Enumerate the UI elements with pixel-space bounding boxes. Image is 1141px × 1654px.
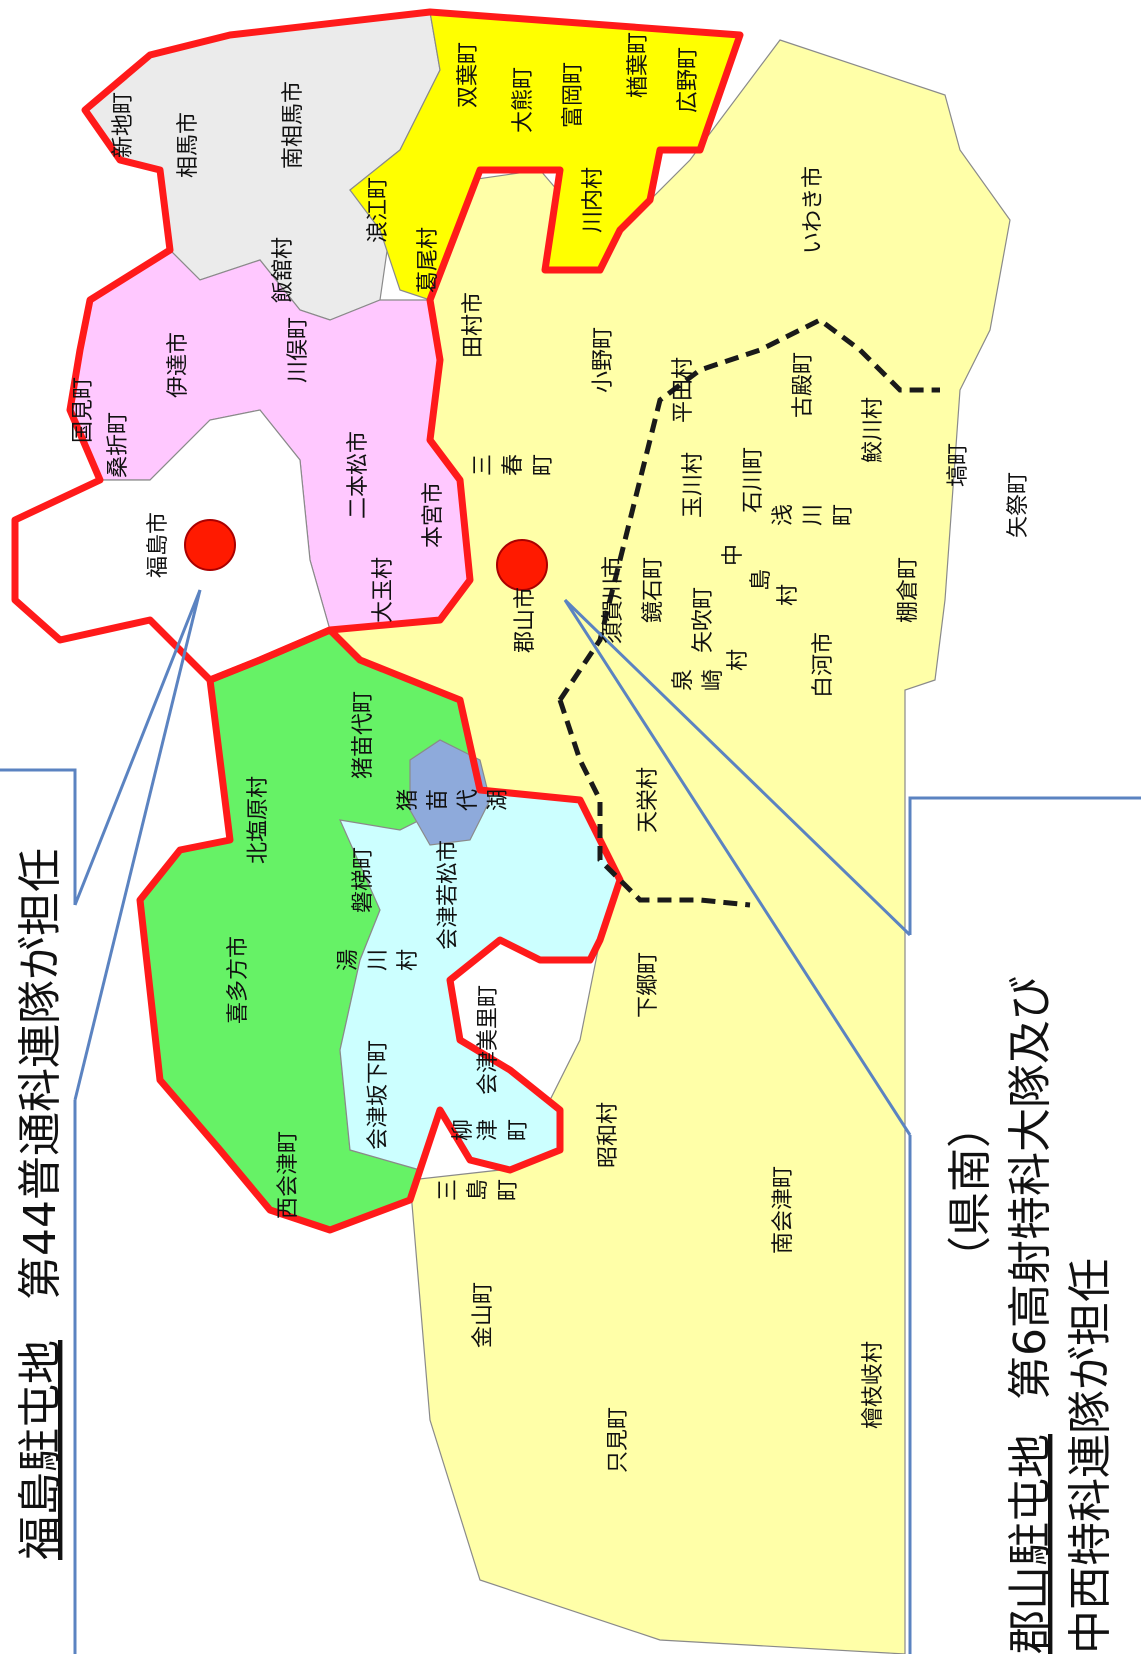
municipality-label-hirono: 広野町 — [676, 47, 701, 113]
north-callout-frame — [0, 589, 202, 1654]
municipality-label-kitakata: 喜多方市 — [226, 936, 251, 1024]
municipality-label-sukagawa: 須賀川市 — [601, 556, 626, 644]
municipality-label-aizubange: 会津坂下町 — [366, 1040, 391, 1150]
municipality-label-hinoemata: 檜枝岐村 — [861, 1341, 886, 1429]
municipality-label-asakawa-3: 町 — [831, 504, 856, 526]
garrison-city-label-koriyama: 郡山市 — [513, 587, 538, 653]
municipality-label-tomioka: 富岡町 — [561, 62, 586, 128]
municipality-label-yanaizu-1: 柳 — [451, 1119, 476, 1141]
south-callout-unit: 第6高射特科大隊及び — [1005, 976, 1056, 1400]
municipality-label-tamakawa: 玉川村 — [681, 452, 706, 518]
municipality-label-showa: 昭和村 — [596, 1102, 621, 1168]
municipality-label-kawauchi: 川内村 — [581, 167, 606, 233]
municipality-label-katsurao: 葛尾村 — [416, 227, 441, 293]
south-callout-frame — [563, 598, 1141, 1654]
zone-border-north — [11, 8, 744, 684]
municipality-label-ishikawa: 石川町 — [741, 447, 766, 513]
municipality-label-soma: 相馬市 — [176, 112, 201, 178]
municipality-label-furudono: 古殿町 — [791, 352, 816, 418]
municipality-label-samegawa: 鮫川村 — [861, 397, 886, 463]
south-callout-title: 郡山駐屯地 — [1005, 1434, 1056, 1654]
lake-inawashiro — [409, 739, 491, 846]
zone-border-aizu — [136, 626, 624, 1234]
municipality-label-lake-4: 湖 — [486, 789, 511, 811]
municipality-label-shimogo: 下郷町 — [636, 952, 661, 1018]
kennan-dashed-border — [557, 317, 940, 908]
municipality-label-minamiaizu: 南会津町 — [771, 1166, 796, 1254]
municipality-label-lake-2: 苗 — [426, 789, 451, 811]
municipality-label-nishiaizu: 西会津町 — [276, 1131, 301, 1219]
municipality-label-hanawa: 塙町 — [946, 443, 971, 487]
municipality-label-nakajima-3: 村 — [776, 584, 801, 606]
municipality-labels: 新地町 相馬市 南相馬市飯舘村 双葉町 大熊町富岡町 楢葉町広野町川内村 浪江町葛尾村国見町… — [71, 32, 1031, 1473]
municipality-label-naraha: 楢葉町 — [626, 32, 651, 98]
municipality-label-mishima-2: 島 — [466, 1179, 491, 1201]
municipality-label-kagamiishi: 鏡石町 — [641, 557, 666, 623]
municipality-label-yamatsuri: 矢祭町 — [1006, 472, 1031, 538]
municipality-label-mishima-3: 町 — [496, 1179, 521, 1201]
municipality-label-lake-3: 代 — [456, 789, 481, 811]
municipality-label-koori: 桑折町 — [106, 412, 131, 478]
fukushima-garrison-marker — [184, 519, 236, 571]
municipality-label-yugawa-3: 村 — [396, 949, 421, 971]
municipality-label-kitashiobara: 北塩原村 — [246, 776, 271, 864]
municipality-label-iitate: 飯舘村 — [271, 237, 296, 303]
municipality-label-inawashiro: 猪苗代町 — [351, 691, 376, 779]
municipality-label-tadami: 只見町 — [606, 1407, 631, 1473]
municipality-label-nakajima-2: 島 — [749, 569, 774, 591]
municipality-label-iwaki: いわき市 — [801, 166, 826, 254]
municipality-label-motomiya: 本宮市 — [421, 482, 446, 548]
municipality-label-hirata: 平田村 — [671, 357, 696, 423]
municipality-label-nakajima-1: 中 — [721, 544, 746, 566]
municipality-label-yabuki: 矢吹町 — [691, 587, 716, 653]
south-callout-region: （県南） — [945, 1104, 996, 1280]
municipality-label-yanaizu-2: 津 — [476, 1119, 501, 1141]
south-callout-unit2: 中西特科連隊が担任 — [1065, 1258, 1116, 1654]
municipality-label-tanagura: 棚倉町 — [896, 557, 921, 623]
municipality-label-bandai: 磐梯町 — [351, 847, 376, 913]
municipality-label-asakawa-1: 浅 — [771, 504, 796, 526]
municipality-label-yugawa-1: 湯 — [336, 949, 361, 971]
municipality-label-kaneyama: 金山町 — [471, 1282, 496, 1348]
municipality-label-okuma: 大熊町 — [511, 67, 536, 133]
municipality-label-minamisoma: 南相馬市 — [281, 81, 306, 169]
municipality-label-nihonmatsu: 二本松市 — [346, 431, 371, 519]
municipality-label-futaba: 双葉町 — [456, 42, 481, 108]
municipality-label-tamura: 田村市 — [461, 292, 486, 358]
garrison-city-label-fukushima: 福島市 — [146, 512, 171, 578]
municipality-label-shirakawa: 白河市 — [811, 632, 836, 698]
municipality-label-izumizaki-2: 崎 — [701, 669, 726, 691]
municipality-label-otama: 大玉村 — [371, 557, 396, 623]
north-callout-unit: 第44普通科連隊が担任 — [15, 848, 66, 1300]
municipality-label-ono: 小野町 — [591, 327, 616, 393]
municipality-label-aizumisato: 会津美里町 — [476, 985, 501, 1095]
koriyama-garrison-marker — [496, 539, 548, 591]
municipality-label-miharu-1: 三 — [471, 454, 496, 476]
municipality-label-yanaizu-3: 町 — [506, 1119, 531, 1141]
municipality-label-yugawa-2: 川 — [366, 949, 391, 971]
municipality-label-kawamata: 川俣町 — [286, 317, 311, 383]
municipality-label-tenei: 天栄村 — [636, 767, 661, 833]
municipality-label-asakawa-2: 川 — [801, 504, 826, 526]
municipality-label-shinchi: 新地町 — [111, 92, 136, 158]
north-callout-title: 福島駐屯地 — [15, 1340, 66, 1560]
municipality-label-aizuwakamatsu: 会津若松市 — [436, 840, 461, 950]
municipality-label-namie: 浪江町 — [366, 177, 391, 243]
municipality-label-izumizaki-3: 村 — [726, 649, 751, 671]
municipality-label-lake-1: 猪 — [396, 789, 421, 811]
municipality-label-kunimi: 国見町 — [71, 377, 96, 443]
municipality-label-izumizaki-1: 泉 — [671, 669, 696, 691]
municipality-label-date: 伊達市 — [166, 332, 191, 398]
municipality-label-mishima-1: 三 — [436, 1179, 461, 1201]
municipality-label-miharu-2: 春 — [501, 454, 526, 476]
municipality-label-miharu-3: 町 — [531, 454, 556, 476]
